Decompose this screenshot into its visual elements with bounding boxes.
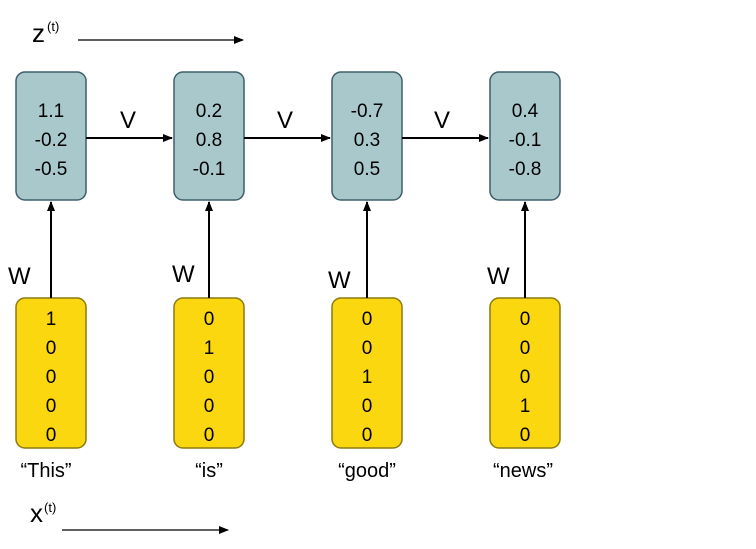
x-axis-superscript: (t) bbox=[44, 500, 56, 515]
input-value: 0 bbox=[520, 425, 531, 446]
input-value: 0 bbox=[362, 425, 373, 446]
z-axis-superscript: (t) bbox=[47, 19, 59, 34]
input-value: 0 bbox=[204, 367, 215, 388]
hidden-value: -0.8 bbox=[509, 159, 542, 180]
hidden-state-box bbox=[173, 71, 245, 201]
input-value: 1 bbox=[362, 367, 373, 388]
w-label: W bbox=[487, 263, 510, 290]
hidden-value: 0.2 bbox=[196, 101, 222, 122]
input-value: 1 bbox=[204, 338, 215, 359]
hidden-value: 0.4 bbox=[512, 101, 539, 122]
recurrent-connections: V V V bbox=[86, 107, 489, 142]
v-label: V bbox=[277, 107, 293, 134]
input-value: 0 bbox=[204, 309, 215, 330]
word-label: “news” bbox=[493, 460, 553, 482]
input-value: 0 bbox=[362, 396, 373, 417]
input-value: 0 bbox=[204, 396, 215, 417]
input-value: 0 bbox=[204, 425, 215, 446]
z-axis-label: z bbox=[32, 18, 45, 48]
input-value: 0 bbox=[520, 309, 531, 330]
hidden-value: 1.1 bbox=[38, 101, 64, 122]
x-axis-label: x bbox=[30, 498, 43, 528]
z-time-axis: z (t) bbox=[32, 18, 244, 48]
word-label: “This” bbox=[20, 460, 71, 482]
input-value: 1 bbox=[46, 309, 57, 330]
timestep-4: 0.4 -0.1 -0.8 0 0 0 1 0 W “news” bbox=[487, 71, 561, 482]
timestep-3: -0.7 0.3 0.5 0 0 1 0 0 W “good” bbox=[328, 71, 403, 482]
input-value: 0 bbox=[520, 338, 531, 359]
input-value: 0 bbox=[46, 396, 57, 417]
input-value: 1 bbox=[520, 396, 531, 417]
word-label: “is” bbox=[195, 460, 223, 482]
hidden-value: -0.1 bbox=[193, 159, 226, 180]
v-label: V bbox=[120, 107, 136, 134]
hidden-state-box bbox=[331, 71, 403, 201]
input-value: 0 bbox=[46, 425, 57, 446]
hidden-state-box bbox=[15, 71, 87, 201]
hidden-state-box bbox=[489, 71, 561, 201]
w-label: W bbox=[8, 263, 31, 290]
v-label: V bbox=[434, 107, 450, 134]
hidden-value: 0.8 bbox=[196, 130, 222, 151]
input-value: 0 bbox=[520, 367, 531, 388]
hidden-value: -0.5 bbox=[35, 159, 68, 180]
hidden-value: 0.3 bbox=[354, 130, 380, 151]
hidden-value: -0.2 bbox=[35, 130, 68, 151]
hidden-value: -0.1 bbox=[509, 130, 542, 151]
input-value: 0 bbox=[46, 367, 57, 388]
hidden-value: 0.5 bbox=[354, 159, 380, 180]
timestep-2: 0.2 0.8 -0.1 0 1 0 0 0 W “is” bbox=[172, 71, 245, 482]
timestep-1: 1.1 -0.2 -0.5 1 0 0 0 0 W “This” bbox=[8, 71, 87, 482]
w-label: W bbox=[172, 261, 195, 288]
input-value: 0 bbox=[362, 309, 373, 330]
x-time-axis: x (t) bbox=[30, 498, 229, 534]
input-value: 0 bbox=[46, 338, 57, 359]
word-label: “good” bbox=[338, 460, 396, 482]
hidden-value: -0.7 bbox=[351, 101, 384, 122]
input-value: 0 bbox=[362, 338, 373, 359]
w-label: W bbox=[328, 267, 351, 294]
